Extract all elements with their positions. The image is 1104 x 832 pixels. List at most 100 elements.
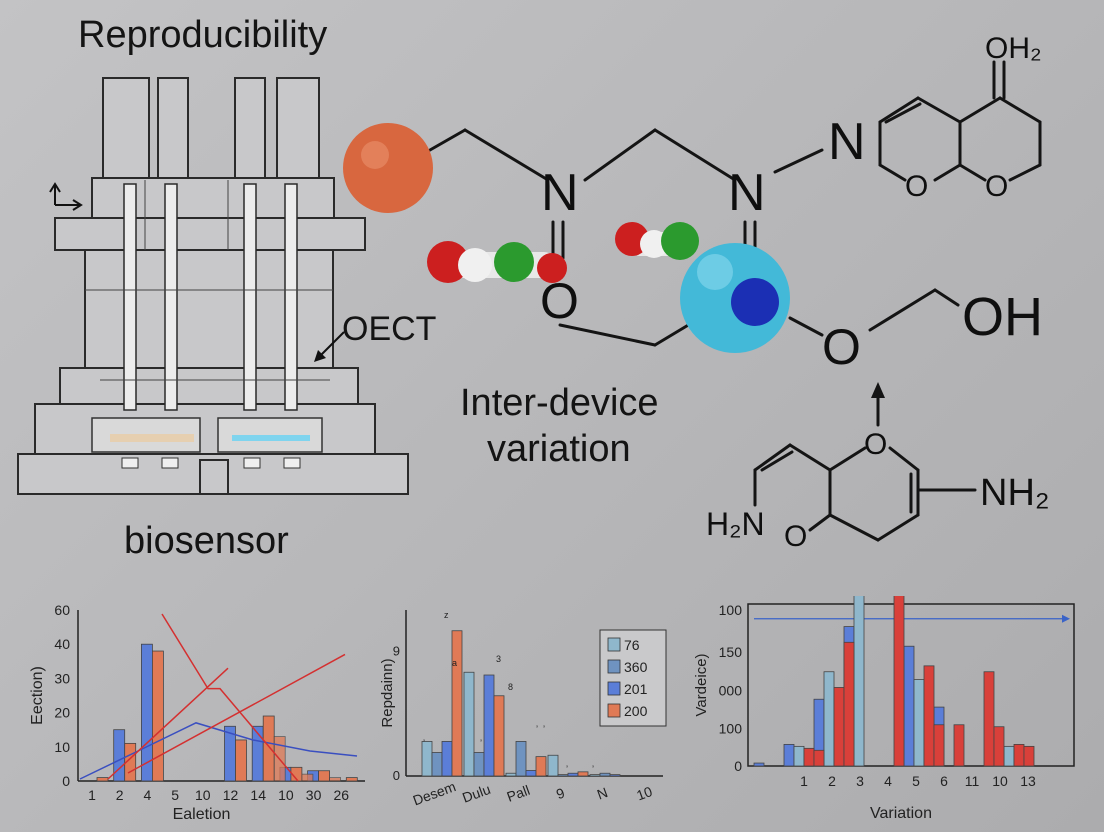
y-tick-label: 100 — [719, 602, 743, 618]
y-tick-label: 0 — [62, 773, 70, 789]
bar — [589, 774, 601, 777]
bar — [547, 754, 559, 777]
y-tick-label: 10 — [54, 739, 70, 755]
bar — [483, 674, 495, 777]
x-tick-label: 30 — [306, 787, 322, 803]
atom-n-2: N — [728, 164, 766, 222]
trend-line-blue — [79, 722, 358, 780]
bar — [903, 645, 915, 767]
y-axis-label: Repdainn) — [379, 658, 396, 727]
y-axis-label: Eection) — [29, 666, 46, 725]
atom-h2n: H₂N — [706, 506, 765, 542]
y-tick-label: 60 — [54, 602, 70, 618]
x-tick-label: N — [595, 784, 610, 802]
data-label: ’ — [536, 724, 538, 734]
legend-swatch — [607, 659, 621, 674]
x-tick-label: 3 — [856, 773, 864, 789]
bar — [441, 741, 453, 777]
bar — [535, 756, 547, 777]
bar — [124, 742, 137, 782]
bar — [96, 777, 109, 782]
bar — [823, 671, 835, 767]
bar — [913, 679, 925, 767]
atom-n-1: N — [541, 164, 579, 222]
legend-swatch — [607, 703, 621, 718]
x-tick-label: Pall — [505, 782, 532, 805]
bar — [983, 671, 995, 767]
atom-nh2: NH₂ — [980, 472, 1050, 514]
bar — [803, 747, 815, 767]
bar — [833, 687, 845, 767]
trend-line-red — [127, 653, 346, 774]
data-label: a — [452, 658, 457, 668]
x-tick-label: 5 — [171, 787, 179, 803]
x-tick-label: 4 — [144, 787, 152, 803]
bar — [473, 752, 485, 777]
bar — [577, 771, 589, 777]
x-tick-label: 14 — [250, 787, 266, 803]
y-tick-label: 100 — [719, 721, 743, 737]
atom-o-ring-2: O — [985, 170, 1009, 203]
legend-label: 76 — [624, 637, 640, 653]
bar — [567, 772, 579, 777]
x-tick-label: 1 — [800, 773, 808, 789]
bar — [451, 630, 463, 777]
x-tick-label: 10 — [634, 783, 654, 803]
bar — [329, 777, 342, 782]
atom-oh2: OH₂ — [985, 32, 1042, 65]
trend-line-red — [161, 613, 299, 782]
x-tick-label: 9 — [554, 784, 567, 802]
reproducibility-title: Reproducibility — [78, 14, 328, 56]
oect-label: OECT — [342, 310, 437, 348]
bar — [262, 715, 275, 782]
atom-o-ring-1: O — [905, 170, 929, 203]
bar — [893, 596, 905, 767]
bar — [933, 724, 945, 767]
x-tick-label: 4 — [884, 773, 892, 789]
legend-label: 201 — [624, 681, 648, 697]
x-tick-label: 13 — [1020, 773, 1036, 789]
x-tick-label: 5 — [912, 773, 920, 789]
biosensor-label: biosensor — [124, 520, 289, 562]
atom-o-ring-3: O — [864, 428, 888, 461]
data-label: ’ — [480, 738, 482, 748]
atom-o-2: O — [822, 319, 861, 375]
atom-n-3: N — [828, 113, 866, 171]
atom-o-1: O — [540, 273, 579, 329]
x-tick-label: 6 — [940, 773, 948, 789]
bar — [525, 770, 537, 777]
bar — [493, 695, 505, 777]
data-label: 3 — [496, 654, 501, 664]
x-tick-label: 10 — [992, 773, 1008, 789]
bar — [515, 741, 527, 777]
bar — [1013, 743, 1025, 767]
bar — [431, 752, 443, 777]
atom-o-ring-4: O — [784, 520, 808, 553]
legend-label: 360 — [624, 659, 648, 675]
data-label: ’ — [423, 738, 425, 748]
x-tick-label: 10 — [278, 787, 294, 803]
x-tick-label: Desem — [411, 778, 458, 808]
legend-swatch — [607, 637, 621, 652]
bar — [793, 745, 805, 767]
bar — [843, 641, 855, 767]
x-tick-label: 2 — [828, 773, 836, 789]
bar — [923, 665, 935, 767]
data-label: ’ — [566, 764, 568, 774]
legend-label: 200 — [624, 703, 648, 719]
bar — [813, 749, 825, 767]
data-label: 8 — [508, 682, 513, 692]
bar — [463, 671, 475, 777]
bar — [993, 726, 1005, 767]
variation-label: variation — [487, 428, 631, 470]
bar — [151, 650, 164, 782]
bar — [953, 724, 965, 767]
data-label: z — [444, 610, 449, 620]
x-tick-label: 12 — [223, 787, 239, 803]
reference-arrow — [1062, 614, 1070, 623]
bar — [301, 773, 314, 782]
bar — [609, 774, 621, 777]
x-tick-label: 26 — [334, 787, 350, 803]
trend-line-red — [107, 667, 229, 780]
